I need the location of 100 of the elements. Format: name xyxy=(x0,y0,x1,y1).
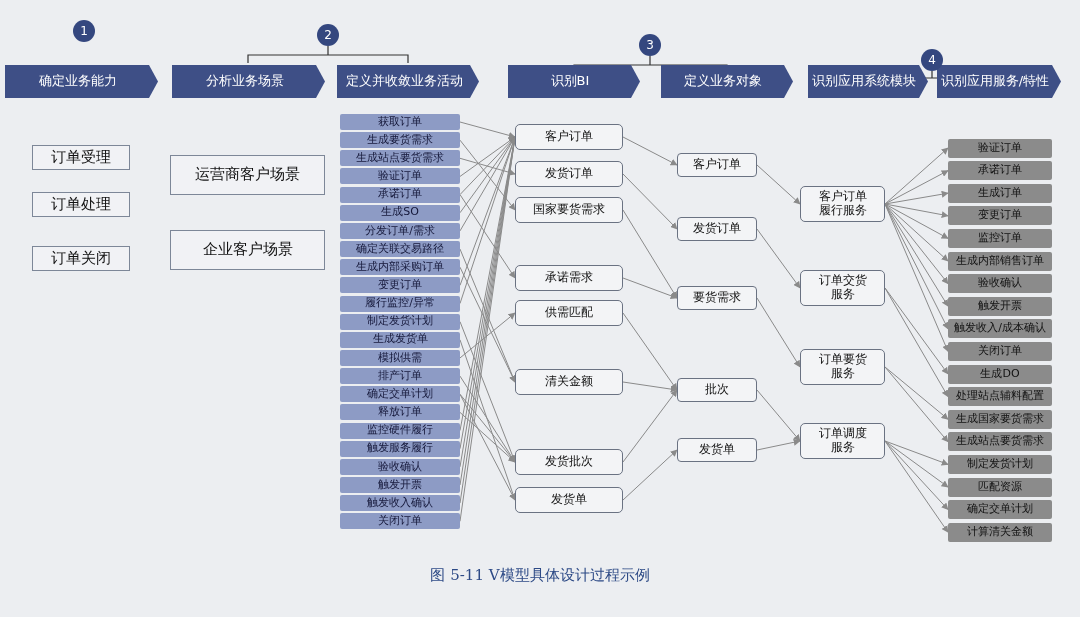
service-bar: 制定发货计划 xyxy=(948,454,1052,474)
activity-bar: 排产订单 xyxy=(340,368,460,385)
arrow xyxy=(884,440,949,511)
arrow xyxy=(622,381,678,393)
arrow xyxy=(884,190,949,205)
step-banner: 识别BI xyxy=(508,65,640,98)
capability-box: 订单受理 xyxy=(32,145,130,170)
step-banner: 识别应用系统模块 xyxy=(808,65,928,98)
step-number: 2 xyxy=(317,24,339,46)
activity-bar: 确定关联交易路径 xyxy=(340,241,460,258)
bi-box: 发货单 xyxy=(515,487,623,513)
service-bar: 关闭订单 xyxy=(948,341,1052,361)
activity-bar: 承诺订单 xyxy=(340,186,460,203)
activity-bar: 生成发货单 xyxy=(340,331,460,348)
arrow xyxy=(884,440,949,466)
arrow xyxy=(622,449,678,501)
step-banner: 分析业务场景 xyxy=(172,65,325,98)
arrow xyxy=(884,287,949,398)
arrow xyxy=(459,312,516,359)
arrow xyxy=(756,389,801,442)
activity-bar: 制定发货计划 xyxy=(340,313,460,330)
service-bar: 承诺订单 xyxy=(948,161,1052,181)
activity-bar: 确定交单计划 xyxy=(340,386,460,403)
step-banner: 定义并收敛业务活动 xyxy=(337,65,479,98)
activity-bar: 验收确认 xyxy=(340,458,460,475)
object-box: 要货需求 xyxy=(677,286,757,310)
bi-box: 国家要货需求 xyxy=(515,197,623,223)
activity-bar: 获取订单 xyxy=(340,114,460,130)
module-box: 订单要货服务 xyxy=(800,349,885,385)
service-bar: 确定交单计划 xyxy=(948,500,1052,520)
bi-box: 客户订单 xyxy=(515,124,623,150)
object-box: 发货单 xyxy=(677,438,757,462)
arrow xyxy=(459,393,516,463)
figure-caption: 图 5-11 V模型具体设计过程示例 xyxy=(430,566,650,585)
arrow xyxy=(884,147,949,205)
scenario-box: 运营商客户场景 xyxy=(170,155,325,195)
arrow xyxy=(884,203,949,239)
service-bar: 触发开票 xyxy=(948,296,1052,316)
arrow xyxy=(622,209,678,299)
activity-bar: 生成内部采购订单 xyxy=(340,259,460,276)
step-number: 4 xyxy=(921,49,943,71)
service-bar: 生成站点要货需求 xyxy=(948,432,1052,452)
activity-bar: 监控硬件履行 xyxy=(340,422,460,439)
module-box: 客户订单履行服务 xyxy=(800,186,885,222)
arrow xyxy=(884,203,949,219)
step-number: 1 xyxy=(73,20,95,42)
arrow xyxy=(884,440,949,533)
arrow xyxy=(884,287,949,375)
arrow xyxy=(756,164,801,205)
step-banner: 定义业务对象 xyxy=(661,65,793,98)
bi-box: 供需匹配 xyxy=(515,300,623,326)
service-bar: 验收确认 xyxy=(948,274,1052,294)
bi-box: 承诺需求 xyxy=(515,265,623,291)
bi-box: 清关金额 xyxy=(515,369,623,395)
arrow xyxy=(884,203,949,285)
service-bar: 触发收入/成本确认 xyxy=(948,319,1052,339)
bi-box: 发货订单 xyxy=(515,161,623,187)
service-bar: 生成DO xyxy=(948,364,1052,384)
activity-bar: 生成要货需求 xyxy=(340,132,460,149)
arrow xyxy=(459,136,516,177)
scenario-box: 企业客户场景 xyxy=(170,230,325,270)
activity-bar: 释放订单 xyxy=(340,404,460,421)
arrow xyxy=(756,228,801,289)
activity-bar: 模拟供需 xyxy=(340,349,460,366)
arrow xyxy=(884,440,949,488)
activity-bar: 验证订单 xyxy=(340,168,460,185)
activity-bar: 关闭订单 xyxy=(340,513,460,530)
bi-box: 发货批次 xyxy=(515,449,623,475)
activity-bar: 触发收入确认 xyxy=(340,495,460,512)
activity-bar: 生成SO xyxy=(340,204,460,221)
arrow xyxy=(622,173,678,230)
arrow xyxy=(756,297,801,368)
object-box: 客户订单 xyxy=(677,153,757,177)
activity-bar: 履行监控/异常 xyxy=(340,295,460,312)
service-bar: 生成国家要货需求 xyxy=(948,409,1052,429)
arrow xyxy=(459,121,516,139)
service-bar: 处理站点辅料配置 xyxy=(948,387,1052,407)
object-box: 批次 xyxy=(677,378,757,402)
arrow xyxy=(459,411,516,463)
module-box: 订单调度服务 xyxy=(800,423,885,459)
arrow xyxy=(622,277,678,300)
arrow xyxy=(884,366,949,420)
activity-bar: 生成站点要货需求 xyxy=(340,150,460,167)
activity-bar: 分发订单/需求 xyxy=(340,222,460,239)
service-bar: 监控订单 xyxy=(948,228,1052,248)
arrow xyxy=(884,170,949,205)
service-bar: 变更订单 xyxy=(948,206,1052,226)
arrow xyxy=(884,366,949,443)
arrow xyxy=(622,312,678,391)
arrow xyxy=(459,194,516,279)
object-box: 发货订单 xyxy=(677,217,757,241)
arrow xyxy=(459,393,516,501)
activity-bar: 触发服务履行 xyxy=(340,440,460,457)
step-banner: 确定业务能力 xyxy=(5,65,158,98)
service-bar: 计算清关金额 xyxy=(948,522,1052,542)
service-bar: 生成内部销售订单 xyxy=(948,251,1052,271)
arrow xyxy=(622,136,678,166)
arrow xyxy=(756,438,801,451)
service-bar: 匹配资源 xyxy=(948,477,1052,497)
step-banner: 识别应用服务/特性 xyxy=(937,65,1061,98)
